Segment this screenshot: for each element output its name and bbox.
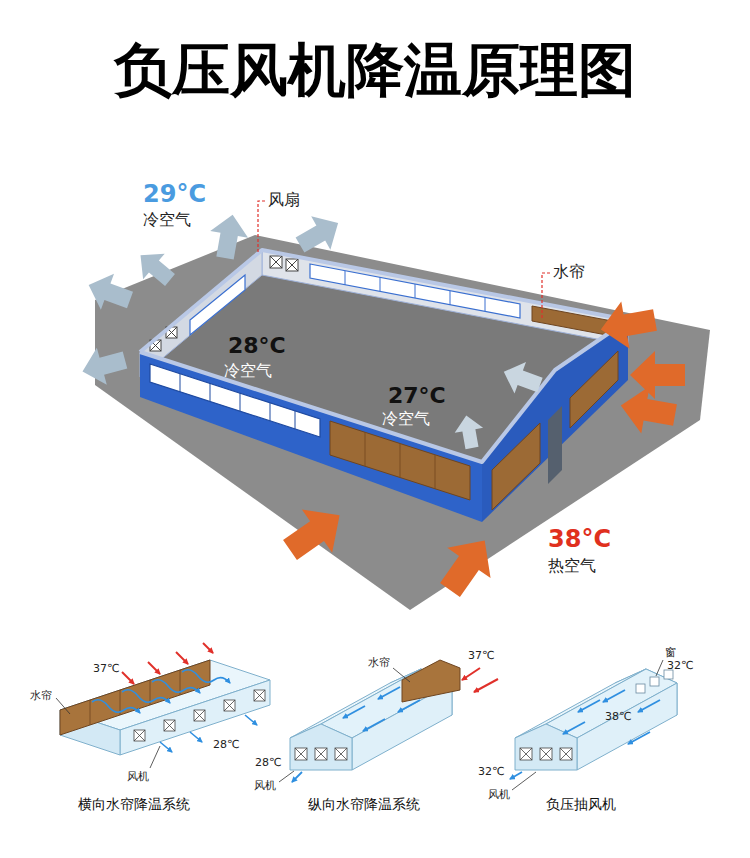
temperature-label: 29°C [143,180,206,209]
air-label: 热空气 [548,556,596,575]
factory-building [140,250,628,522]
temperature-label: 32℃ [667,659,693,672]
figure-caption: 负压抽风机 [546,796,616,813]
part-label: 风机 [127,770,149,783]
fan-symbol [270,256,298,271]
temperature-label: 38℃ [605,710,631,723]
temperature-label: 27°C [388,383,446,409]
hot-air-arrow [275,296,685,605]
part-label: 水帘 [30,689,52,702]
exhaust-fan-figure [510,660,677,790]
longitudinal-system-figure [279,660,498,782]
part-label: 水帘 [368,656,390,669]
leader-line [258,201,550,318]
diagram-title: 负压风机降温原理图 [0,36,750,106]
part-label: 窗 [665,646,676,659]
air-label: 冷空气 [224,361,272,380]
part-label: 风扇 [268,190,300,209]
temperature-label: 28℃ [213,738,239,751]
part-label: 风机 [488,788,510,801]
part-label: 水帘 [553,262,585,281]
temperature-label: 37℃ [93,662,119,675]
temperature-label: 28℃ [255,756,281,769]
temperature-label: 37℃ [468,649,494,662]
cold-air-arrow [78,206,546,450]
part-label: 风机 [254,779,276,792]
temperature-label: 38°C [548,525,611,554]
figure-caption: 横向水帘降温系统 [78,796,190,813]
transverse-system-figure [56,643,270,768]
figure-caption: 纵向水帘降温系统 [308,796,420,813]
ground [95,235,710,610]
air-label: 冷空气 [382,409,430,428]
air-label: 冷空气 [143,210,191,229]
temperature-label: 32℃ [478,765,504,778]
temperature-label: 28°C [228,333,286,359]
